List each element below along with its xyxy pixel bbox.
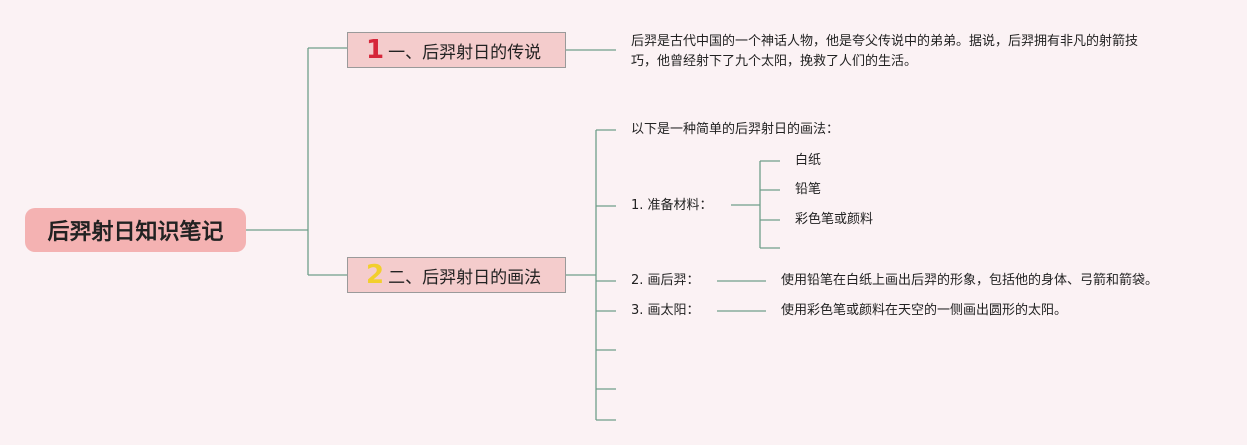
material-item: 彩色笔或颜料 [795,212,874,227]
step-desc-houyi: 使用铅笔在白纸上画出后羿的形象，包括他的身体、弓箭和箭袋。 [781,273,1159,288]
step-label-houyi: 2. 画后羿： [631,273,700,288]
legend-text: 后羿是古代中国的一个神话人物，他是夸父传说中的弟弟。据说，后羿拥有非凡的射箭技巧… [631,34,1139,69]
branch-title: 二、后羿射日的画法 [388,267,542,288]
step-desc-sun: 使用彩色笔或颜料在天空的一侧画出圆形的太阳。 [781,303,1068,318]
step-label-sun: 3. 画太阳： [631,303,700,318]
step-label-materials: 1. 准备材料： [631,198,713,213]
branch-drawing-method[interactable]: 2 二、后羿射日的画法 [347,257,566,293]
material-item: 铅笔 [795,182,822,197]
number-badge-icon: 2 [366,260,385,290]
branch-title: 一、后羿射日的传说 [388,42,542,63]
method-intro: 以下是一种简单的后羿射日的画法： [631,122,840,137]
branch-legend[interactable]: 1 一、后羿射日的传说 [347,32,566,68]
root-node[interactable]: 后羿射日知识笔记 [25,208,246,252]
root-title: 后羿射日知识笔记 [47,220,224,245]
material-item: 白纸 [795,153,822,168]
number-badge-icon: 1 [366,35,385,65]
